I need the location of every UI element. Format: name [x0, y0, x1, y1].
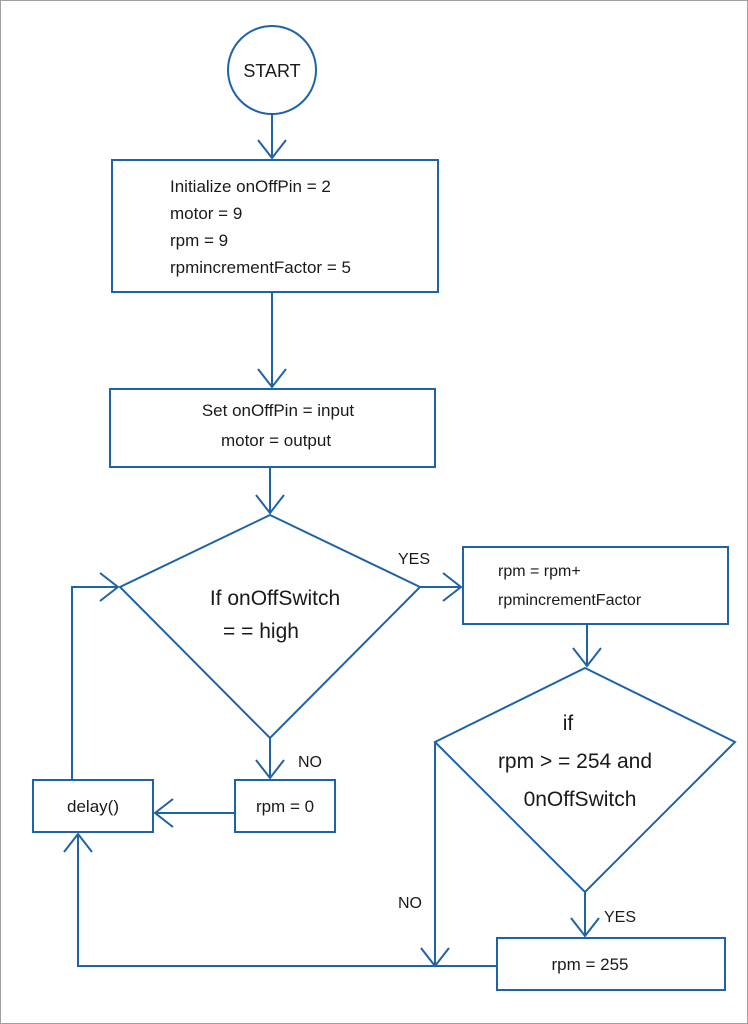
start-label: START — [243, 61, 300, 81]
arrowhead-decision1-no — [255, 759, 285, 780]
init-line-3: rpm = 9 — [170, 231, 228, 250]
arrowhead-init-set — [257, 368, 287, 389]
init-line-1: Initialize onOffPin = 2 — [170, 177, 331, 196]
rpm-zero-label: rpm = 0 — [256, 797, 314, 816]
decision2-yes-label: YES — [604, 909, 636, 926]
delay-box — [32, 779, 154, 833]
decision1-line-1: If onOffSwitch — [210, 587, 340, 610]
decision1-line-2: = = high — [223, 620, 299, 643]
arrowhead-loop-to-delay — [63, 832, 93, 853]
rpm-255-box — [496, 937, 726, 991]
increment-line-2: rpmincrementFactor — [498, 592, 642, 609]
decision-rpm-max — [433, 666, 737, 894]
init-line-4: rpmincrementFactor = 5 — [170, 258, 351, 277]
decision2-line-3: 0nOffSwitch — [524, 788, 637, 811]
arrowhead-set-decision1 — [255, 494, 285, 515]
init-box — [111, 159, 439, 293]
edge-delay-to-decision1 — [71, 586, 118, 780]
decision1-yes-label: YES — [398, 551, 430, 568]
decision2-no-label: NO — [398, 895, 422, 912]
rpm-zero-box — [234, 779, 336, 833]
init-line-2: motor = 9 — [170, 204, 242, 223]
set-box — [109, 388, 436, 468]
increment-box — [462, 546, 729, 625]
arrowhead-rpmzero-delay — [153, 798, 174, 828]
arrowhead-delay-to-decision1 — [99, 572, 120, 602]
rpm-255-label: rpm = 255 — [551, 955, 628, 974]
decision2-line-1: if — [563, 712, 574, 735]
decision1-no-label: NO — [298, 754, 322, 771]
delay-label: delay() — [67, 797, 119, 816]
arrowhead-increment-decision2 — [572, 647, 602, 668]
increment-line-1: rpm = rpm+ — [498, 563, 581, 580]
arrowhead-decision2-yes — [570, 917, 600, 938]
arrowhead-decision1-yes — [442, 572, 463, 602]
set-line-1: Set onOffPin = input — [202, 401, 355, 420]
arrowhead-start-init — [257, 139, 287, 160]
set-line-2: motor = output — [221, 431, 331, 450]
decision2-line-2: rpm > = 254 and — [498, 750, 652, 773]
edge-loop-to-delay — [77, 834, 497, 967]
